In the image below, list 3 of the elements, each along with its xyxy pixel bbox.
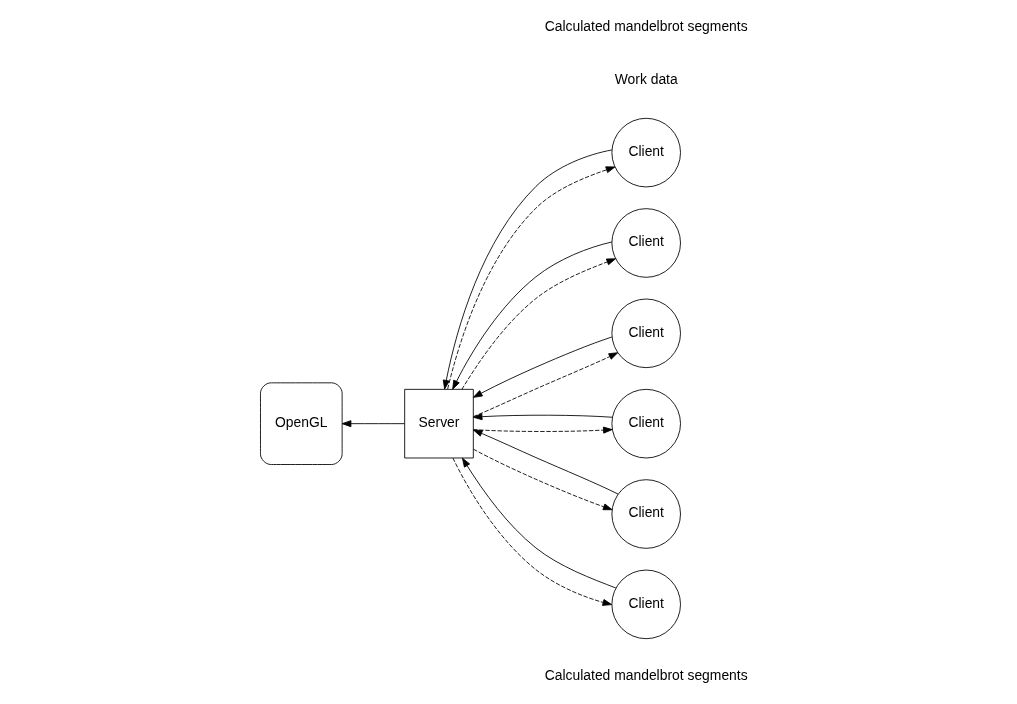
label: Work data bbox=[614, 70, 678, 87]
label: Calculated mandelbrot segments bbox=[544, 17, 748, 34]
label: Calculated mandelbrot segments bbox=[544, 666, 748, 683]
